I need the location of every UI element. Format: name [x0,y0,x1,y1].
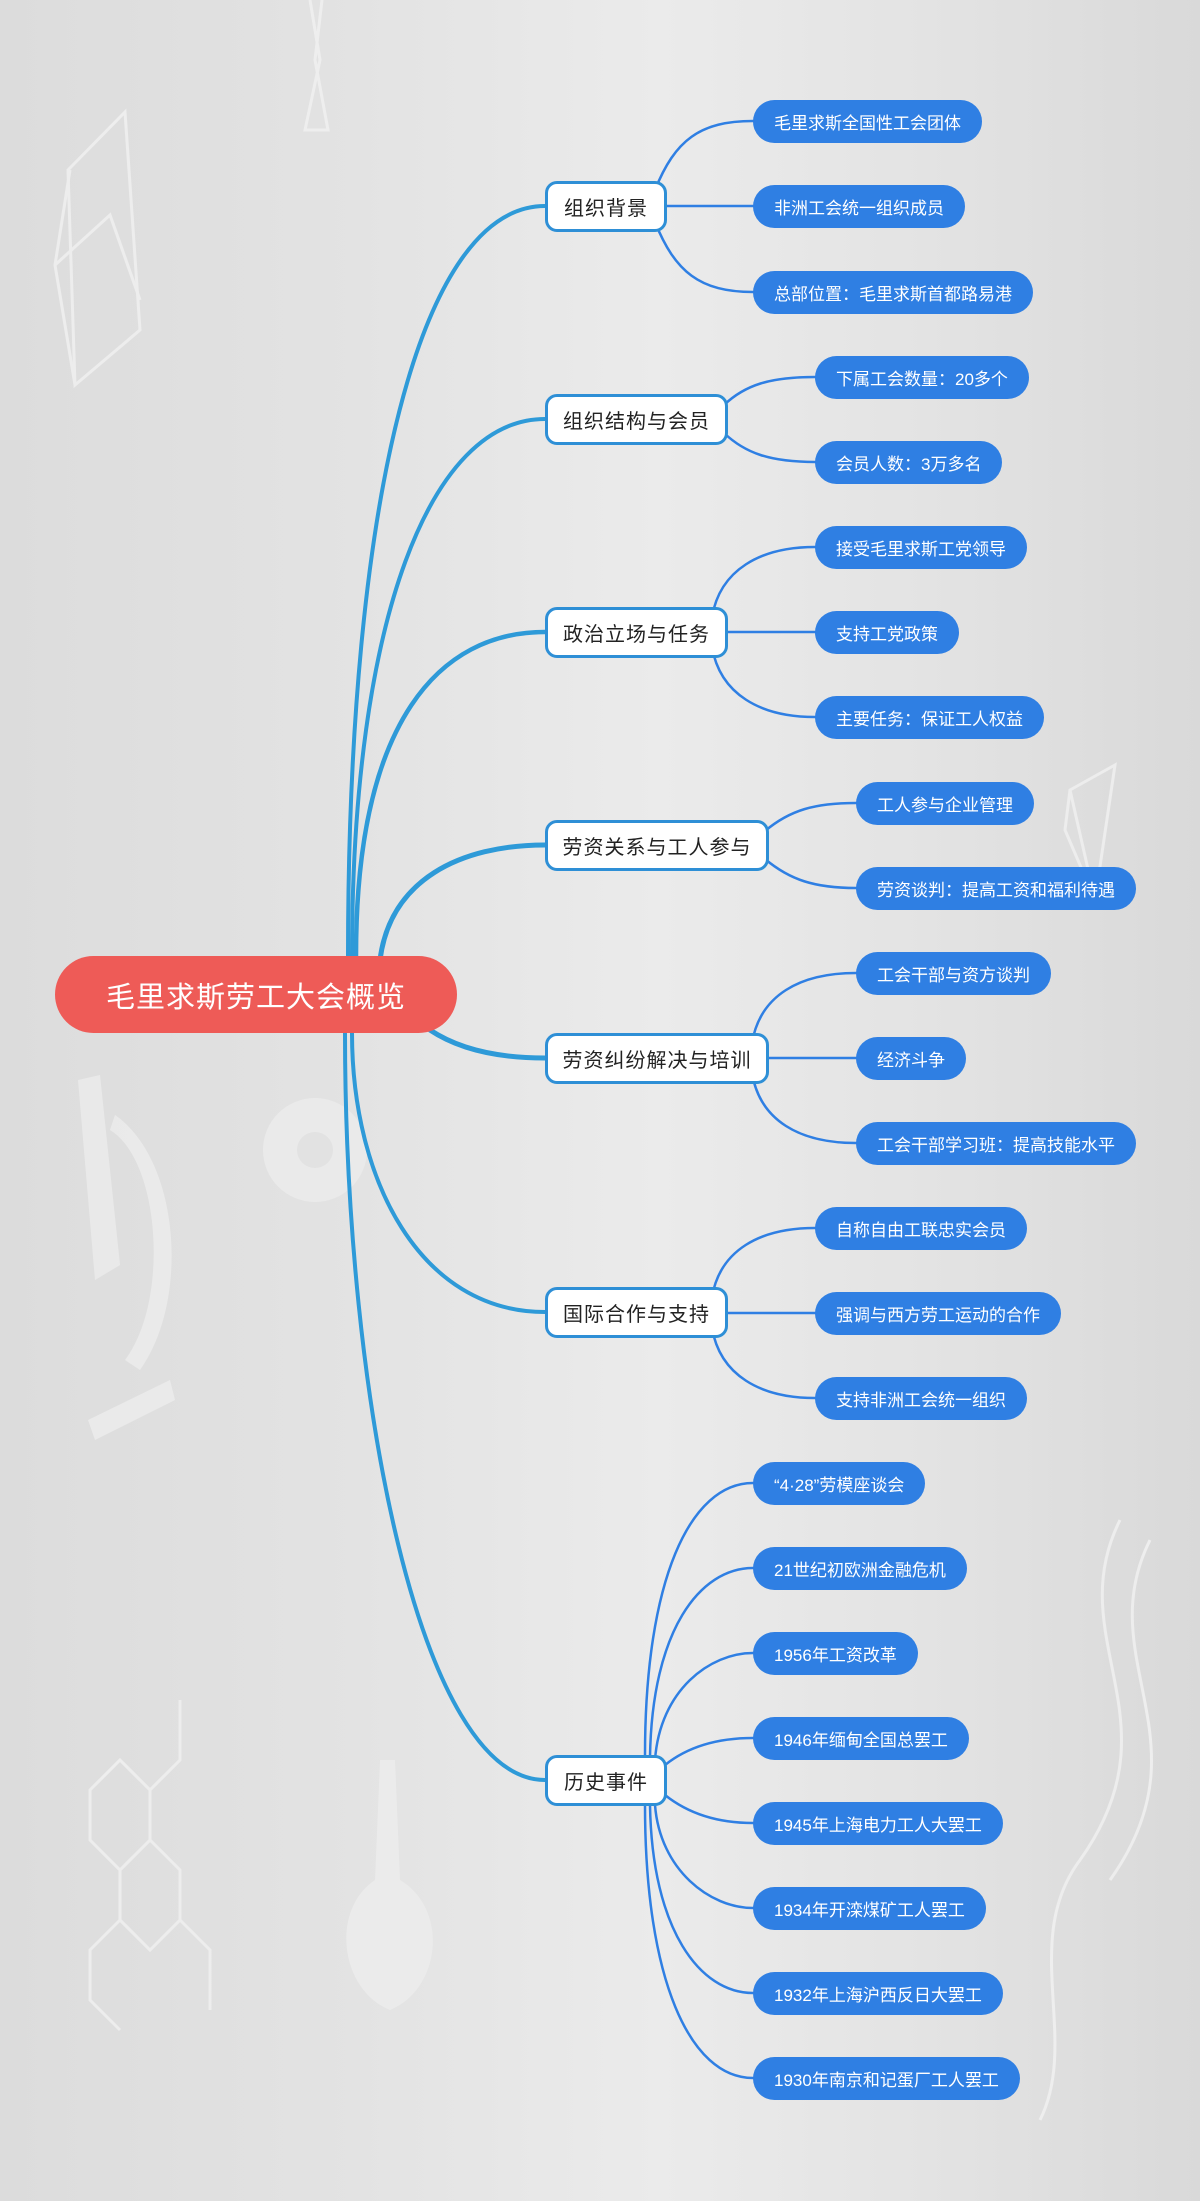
gear-icon [263,1098,367,1202]
topic-label: 劳资纠纷解决与培训 [562,1048,752,1072]
leaf-node[interactable]: 接受毛里求斯工党领导 [815,526,1027,569]
topic-organization-background[interactable]: 组织背景 [545,181,667,232]
hourglass-icon [303,0,330,132]
leaf-node[interactable]: 毛里求斯全国性工会团体 [753,100,982,143]
leaf-node[interactable]: 工会干部学习班：提高技能水平 [856,1122,1136,1165]
topic-international-cooperation[interactable]: 国际合作与支持 [545,1287,728,1338]
leaf-node[interactable]: 支持非洲工会统一组织 [815,1377,1027,1420]
leaf-node[interactable]: 1932年上海沪西反日大罢工 [753,1972,1003,2015]
leaf-node[interactable]: 非洲工会统一组织成员 [753,185,965,228]
leaf-node[interactable]: 1946年缅甸全国总罢工 [753,1717,969,1760]
topic-label: 历史事件 [564,1770,648,1794]
topic-political-stance[interactable]: 政治立场与任务 [545,607,728,658]
leaf-node[interactable]: 总部位置：毛里求斯首都路易港 [753,271,1033,314]
leaf-node[interactable]: 经济斗争 [856,1037,966,1080]
topic-labor-relations[interactable]: 劳资关系与工人参与 [545,820,769,871]
topic-structure-members[interactable]: 组织结构与会员 [545,394,728,445]
cube-icon [53,108,142,389]
sub-branches [643,119,858,2080]
flask-icon [346,1760,433,2010]
main-branches [343,204,548,1782]
leaf-node[interactable]: 劳资谈判：提高工资和福利待遇 [856,867,1136,910]
topic-label: 国际合作与支持 [563,1302,710,1326]
topic-dispute-training[interactable]: 劳资纠纷解决与培训 [545,1033,769,1084]
leaf-node[interactable]: 支持工党政策 [815,611,959,654]
dna-icon [1038,1519,1154,2121]
root-label: 毛里求斯劳工大会概览 [105,979,406,1014]
leaf-node[interactable]: 下属工会数量：20多个 [815,356,1029,399]
topic-label: 政治立场与任务 [563,622,710,646]
topic-historical-events[interactable]: 历史事件 [545,1755,667,1806]
microscope-icon [78,1075,175,1440]
leaf-node[interactable]: 1930年南京和记蛋厂工人罢工 [753,2057,1020,2100]
leaf-node[interactable]: 21世纪初欧洲金融危机 [753,1547,967,1590]
leaf-node[interactable]: 1945年上海电力工人大罢工 [753,1802,1003,1845]
leaf-node[interactable]: 强调与西方劳工运动的合作 [815,1292,1061,1335]
leaf-node[interactable]: 会员人数：3万多名 [815,441,1003,484]
leaf-node[interactable]: 1934年开滦煤矿工人罢工 [753,1887,986,1930]
leaf-node[interactable]: 工人参与企业管理 [856,782,1034,825]
topic-label: 组织背景 [564,196,648,220]
molecule-icon [88,1700,212,2032]
topic-label: 组织结构与会员 [563,409,710,433]
topic-label: 劳资关系与工人参与 [562,835,752,859]
leaf-node[interactable]: 1956年工资改革 [753,1632,918,1675]
leaf-node[interactable]: 工会干部与资方谈判 [856,952,1051,995]
leaf-node[interactable]: “4·28”劳模座谈会 [753,1462,926,1505]
leaf-node[interactable]: 主要任务：保证工人权益 [815,696,1044,739]
leaf-node[interactable]: 自称自由工联忠实会员 [815,1207,1027,1250]
root-node[interactable]: 毛里求斯劳工大会概览 [55,956,457,1033]
